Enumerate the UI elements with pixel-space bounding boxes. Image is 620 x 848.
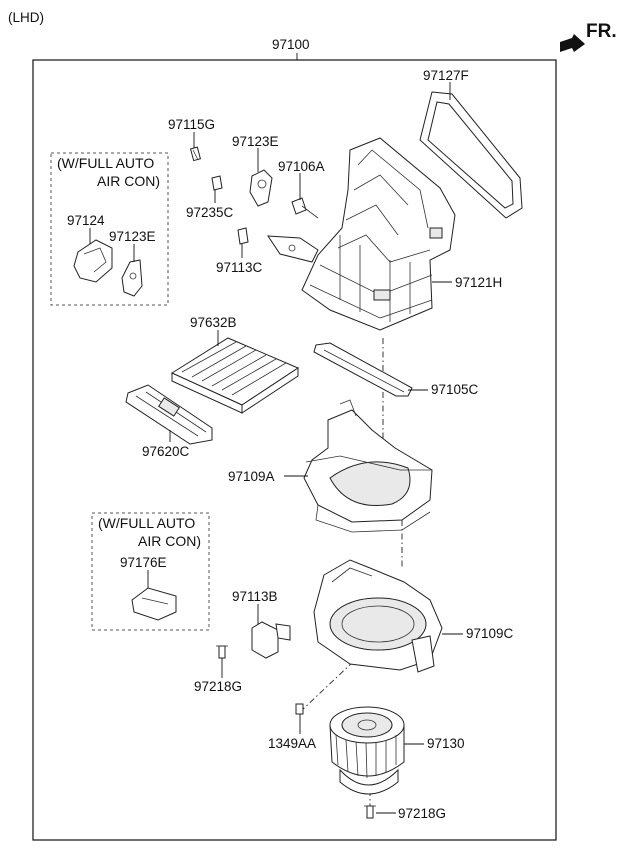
alignment-line-lower	[299, 659, 356, 713]
link-97106a-part	[291, 197, 319, 219]
option-note-upper-line2: AIR CON)	[97, 173, 160, 189]
clip-97235c-part	[211, 175, 223, 191]
option-note-upper-line1: (W/FULL AUTO	[57, 155, 154, 171]
front-direction-label: FR.	[586, 21, 617, 42]
part-label-97113b: 97113B	[232, 589, 278, 604]
assembly-frame	[32, 59, 557, 841]
blower-motor-fan-part	[329, 706, 405, 795]
part-label-97109a: 97109A	[228, 469, 275, 484]
seal-strip-part	[313, 342, 413, 397]
screw-97115g-part	[189, 146, 202, 162]
part-label-97124: 97124	[67, 213, 105, 228]
blower-resistor-part	[131, 587, 177, 621]
part-label-97123e-option: 97123E	[109, 229, 156, 244]
actuator-97124-part	[73, 239, 113, 283]
part-label-97218g-lower: 97218G	[398, 806, 446, 821]
screw-97218g-lower-part	[364, 805, 376, 819]
blower-case-lower-part	[313, 559, 443, 673]
part-label-97123e: 97123E	[232, 134, 279, 149]
part-label-97106a: 97106A	[278, 159, 325, 174]
part-label-97130: 97130	[427, 736, 465, 751]
part-label-97115g: 97115G	[168, 117, 215, 132]
part-label-97127f: 97127F	[423, 68, 469, 83]
actuator-arm-97123e-option-part	[121, 259, 143, 297]
gasket-seal-part	[419, 91, 523, 219]
option-box-lower	[91, 512, 210, 631]
cabin-air-filter-part	[170, 337, 300, 414]
part-label-97632b: 97632B	[190, 315, 237, 330]
variant-label: (LHD)	[8, 10, 44, 25]
front-direction-arrow-icon	[560, 34, 585, 52]
assembly-number-label: 97100	[272, 37, 310, 52]
part-label-97105c: 97105C	[431, 382, 479, 397]
clip-1349aa-part	[295, 703, 304, 715]
part-label-97176e: 97176E	[120, 555, 167, 570]
option-note-lower-line1: (W/FULL AUTO	[98, 515, 195, 531]
clip-97113c-part	[237, 227, 249, 245]
part-label-97620c: 97620C	[142, 444, 190, 459]
part-label-97109c: 97109C	[466, 626, 514, 641]
part-label-97218g-upper: 97218G	[194, 679, 242, 694]
heater-case-part	[267, 137, 456, 331]
part-label-1349aa: 1349AA	[268, 736, 316, 751]
option-note-lower-line2: AIR CON)	[138, 533, 201, 549]
blower-case-upper-part	[303, 399, 433, 533]
part-label-97121h: 97121H	[455, 275, 502, 290]
part-label-97235c: 97235C	[186, 205, 234, 220]
actuator-arm-97123e-part	[249, 169, 273, 207]
filter-cover-part	[125, 384, 213, 445]
part-label-97113c: 97113C	[216, 260, 263, 275]
resistor-bracket-part	[251, 621, 291, 659]
screw-97218g-upper-part	[216, 645, 228, 659]
option-box-upper	[50, 152, 169, 306]
